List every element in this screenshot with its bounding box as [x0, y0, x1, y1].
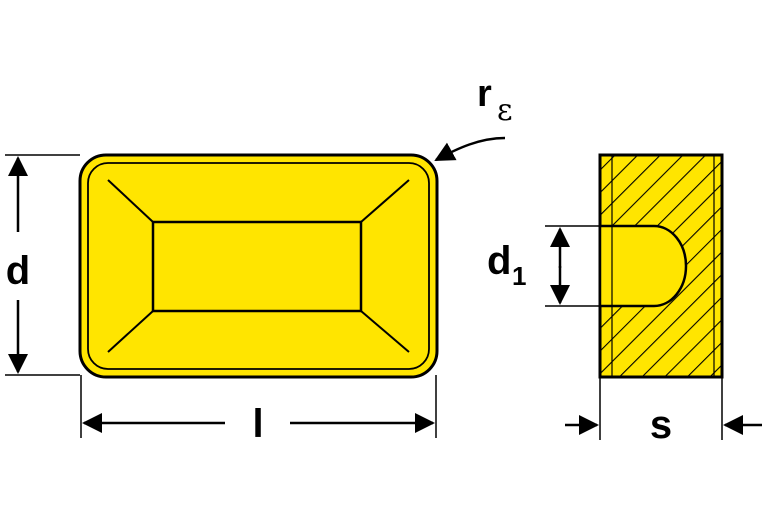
insert-inner-edge [87, 162, 430, 370]
label-s: s [650, 403, 672, 447]
radius-leader-arrow [434, 136, 506, 162]
corner-radius-callout: r ε [434, 73, 513, 162]
chamfer-line-br [360, 310, 410, 353]
label-l: l [252, 402, 263, 446]
section-hole [598, 224, 688, 308]
chamfer-line-tl [107, 179, 154, 223]
dimension-d1: d 1 [487, 225, 600, 307]
insert-side-section [598, 153, 724, 379]
insert-top-face [151, 220, 363, 313]
chamfer-line-bl [107, 310, 154, 353]
label-d1-subscript: 1 [512, 261, 526, 291]
chamfer-line-tr [360, 179, 410, 223]
label-r: r [477, 73, 492, 115]
label-d1-base: d [487, 239, 511, 283]
label-epsilon: ε [497, 93, 513, 128]
dimension-s: s [565, 377, 762, 447]
dimension-d: d [5, 154, 80, 376]
insert-front-view [78, 153, 439, 379]
label-d: d [6, 249, 30, 293]
label-d1: d [487, 239, 511, 283]
dimension-l: l [80, 375, 437, 446]
